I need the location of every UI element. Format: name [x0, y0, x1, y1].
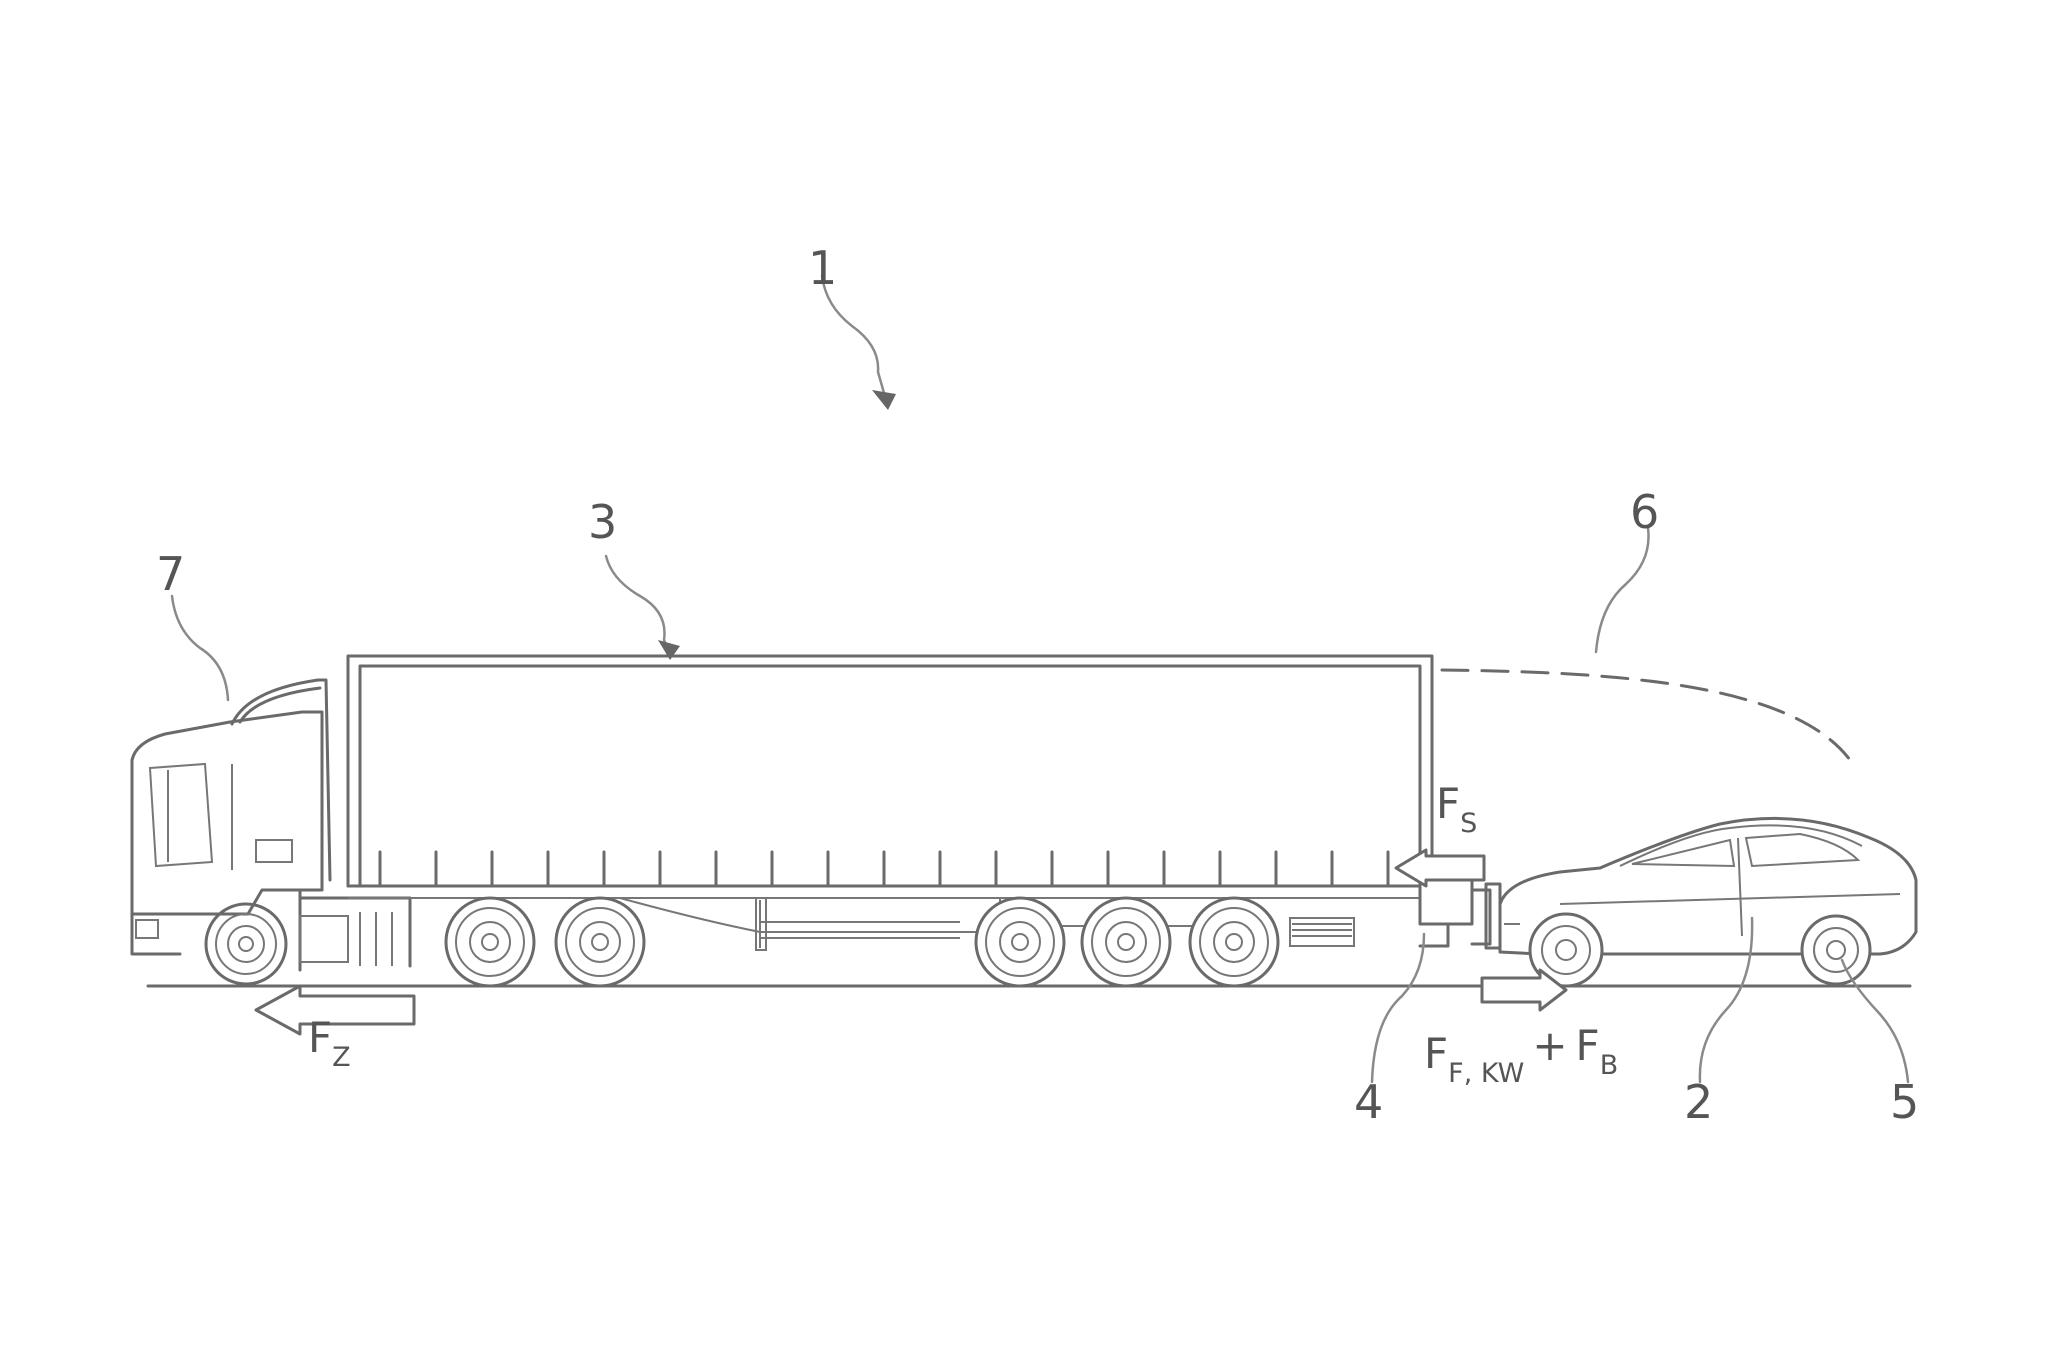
leader-7 [170, 594, 230, 702]
leader-4 [1370, 932, 1426, 1084]
trailer-wheel [974, 896, 1066, 988]
force-arrow-fs [1394, 848, 1486, 888]
arrowhead-3 [658, 640, 680, 660]
leader-6 [1594, 526, 1650, 654]
label-1: 1 [808, 241, 837, 295]
leader-1 [820, 274, 888, 402]
curtain-stakes [378, 850, 1390, 886]
force-arrow-fz [254, 984, 416, 1036]
label-force-ffkw-fb: FF, KW+FB [1424, 1021, 1618, 1089]
label-7: 7 [156, 547, 185, 601]
tractor-unit [130, 678, 412, 986]
label-force-fs: FS [1436, 779, 1477, 839]
trailer-wheel [444, 896, 536, 988]
leader-3 [604, 554, 672, 656]
arrowhead-1 [872, 390, 896, 410]
car [1498, 816, 1918, 988]
trailer-wheel [1188, 896, 1280, 988]
label-6: 6 [1630, 485, 1659, 539]
leader-5 [1840, 958, 1910, 1084]
impact-element [1418, 876, 1502, 950]
label-5: 5 [1890, 1075, 1919, 1129]
force-arrow-ffkw-fb [1480, 968, 1568, 1012]
deflection-path [1440, 668, 1852, 762]
trailer-wheel [554, 896, 646, 988]
trailer-wheel [1080, 896, 1172, 988]
label-2: 2 [1684, 1075, 1713, 1129]
label-force-fz: FZ [308, 1013, 351, 1073]
label-4: 4 [1354, 1075, 1383, 1129]
label-3: 3 [588, 495, 617, 549]
trailer [346, 654, 1434, 951]
leader-2 [1698, 916, 1754, 1084]
trailer-wheels [444, 896, 1280, 988]
